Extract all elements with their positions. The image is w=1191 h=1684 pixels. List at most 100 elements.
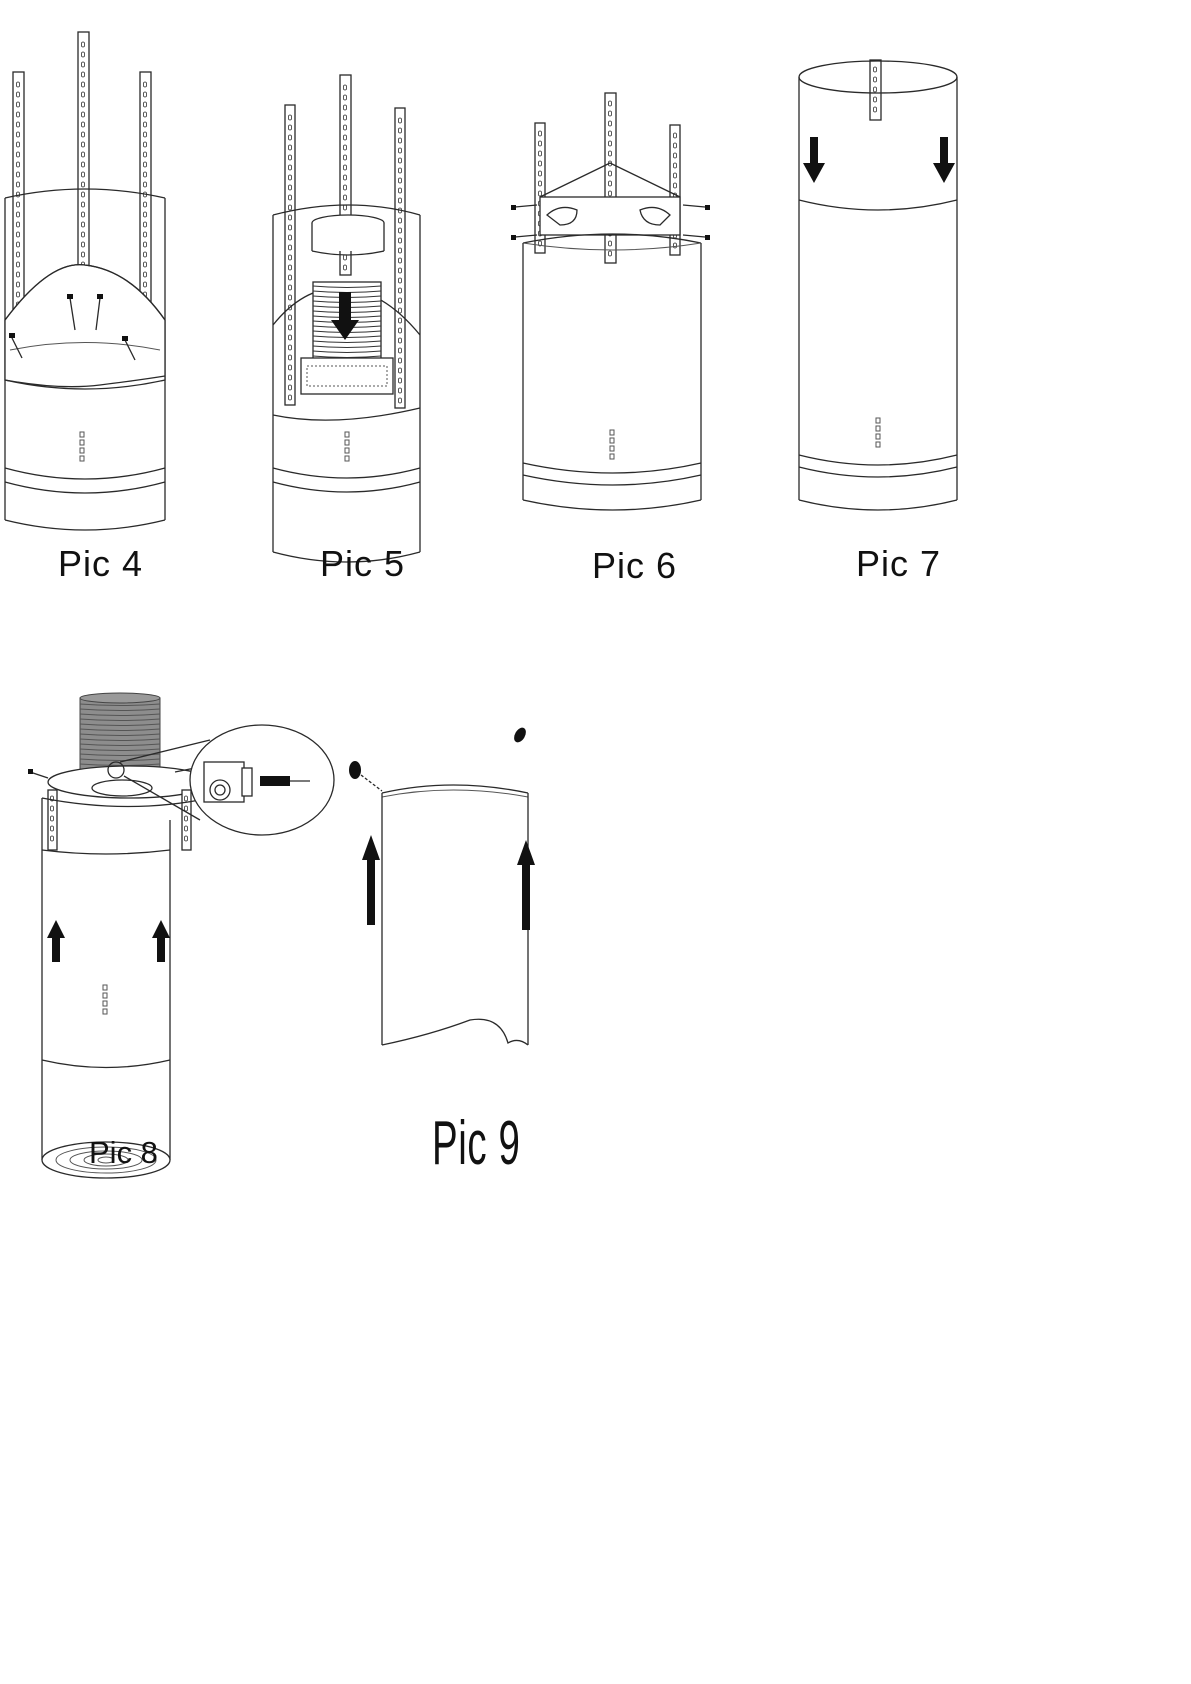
rail-hole (399, 338, 402, 343)
rail-hole (17, 122, 20, 127)
rail-hole (17, 172, 20, 177)
rail-hole (82, 172, 85, 177)
rail-hole (185, 836, 188, 841)
rail-hole (344, 135, 347, 140)
rail-hole (17, 112, 20, 117)
rail-hole (344, 145, 347, 150)
rail-hole (674, 133, 677, 138)
rail-hole (289, 255, 292, 260)
rail-hole (344, 185, 347, 190)
pic5-drawing (265, 60, 435, 570)
rail-hole (399, 148, 402, 153)
rail-hole (17, 82, 20, 87)
rail-hole (399, 228, 402, 233)
rail-hole (144, 272, 147, 277)
rail-hole (609, 101, 612, 106)
rail-hole (17, 232, 20, 237)
rail-hole (17, 262, 20, 267)
rail-hole (51, 816, 54, 821)
rail-hole (82, 232, 85, 237)
screw-icon (512, 726, 529, 745)
rail-hole (399, 368, 402, 373)
rail-hole (17, 252, 20, 257)
rail-hole (289, 285, 292, 290)
rail-hole (144, 282, 147, 287)
rail-hole (539, 181, 542, 186)
rail-hole (674, 243, 677, 248)
rail-hole (399, 388, 402, 393)
rail-hole (399, 188, 402, 193)
rail-hole (17, 132, 20, 137)
rail-hole (399, 118, 402, 123)
rail-hole (82, 252, 85, 257)
figure-caption: Pic 9 (432, 1108, 521, 1179)
control-buttons-icon (610, 430, 614, 459)
mounting-rail-center (870, 60, 881, 120)
rail-hole (289, 295, 292, 300)
rail-hole (82, 122, 85, 127)
rail-hole (344, 265, 347, 270)
figure-caption: Pic 8 (89, 1135, 158, 1171)
rail-hole (82, 182, 85, 187)
rail-hole (609, 151, 612, 156)
rail-hole (399, 288, 402, 293)
rail-hole (51, 826, 54, 831)
rail-hole (17, 182, 20, 187)
rail-hole (82, 62, 85, 67)
rail-hole (144, 232, 147, 237)
rail-hole (289, 355, 292, 360)
figure-caption: Pic 4 (58, 543, 143, 585)
rail-hole (289, 195, 292, 200)
rail-hole (144, 212, 147, 217)
rail-hole (144, 82, 147, 87)
rail-hole (82, 72, 85, 77)
rail-hole (17, 222, 20, 227)
rail-hole (289, 125, 292, 130)
rail-hole (289, 385, 292, 390)
pic8-drawing (20, 690, 340, 1190)
rail-hole (674, 143, 677, 148)
rail-hole (144, 112, 147, 117)
rail-hole (539, 151, 542, 156)
mounting-rail-right (395, 108, 405, 408)
rail-hole (289, 145, 292, 150)
rail-hole (539, 191, 542, 196)
rail-hole (289, 365, 292, 370)
mounting-rail-right (182, 790, 191, 850)
rail-hole (17, 92, 20, 97)
rail-hole (874, 107, 877, 112)
rail-hole (185, 826, 188, 831)
rail-hole (82, 192, 85, 197)
rail-hole (399, 178, 402, 183)
rail-hole (17, 202, 20, 207)
rail-hole (289, 225, 292, 230)
rail-hole (289, 155, 292, 160)
rail-hole (609, 131, 612, 136)
rail-hole (674, 183, 677, 188)
rail-hole (144, 242, 147, 247)
rail-hole (344, 195, 347, 200)
rail-hole (344, 205, 347, 210)
rail-hole (609, 191, 612, 196)
up-arrow-icon (362, 835, 380, 925)
rail-hole (399, 248, 402, 253)
rail-hole (609, 181, 612, 186)
rail-hole (399, 318, 402, 323)
pic6-drawing (505, 85, 720, 515)
rail-hole (399, 218, 402, 223)
rail-hole (344, 255, 347, 260)
duct-adapter (312, 215, 384, 255)
rail-hole (144, 152, 147, 157)
figure-pic8 (20, 690, 340, 1190)
rail-hole (874, 77, 877, 82)
rail-hole (17, 152, 20, 157)
rail-hole (144, 262, 147, 267)
rail-hole (344, 125, 347, 130)
rail-hole (289, 235, 292, 240)
rail-hole (399, 258, 402, 263)
screw-icon (349, 761, 382, 791)
figure-caption: Pic 7 (856, 543, 941, 585)
control-buttons-icon (876, 418, 880, 447)
rail-hole (82, 242, 85, 247)
rail-hole (344, 115, 347, 120)
